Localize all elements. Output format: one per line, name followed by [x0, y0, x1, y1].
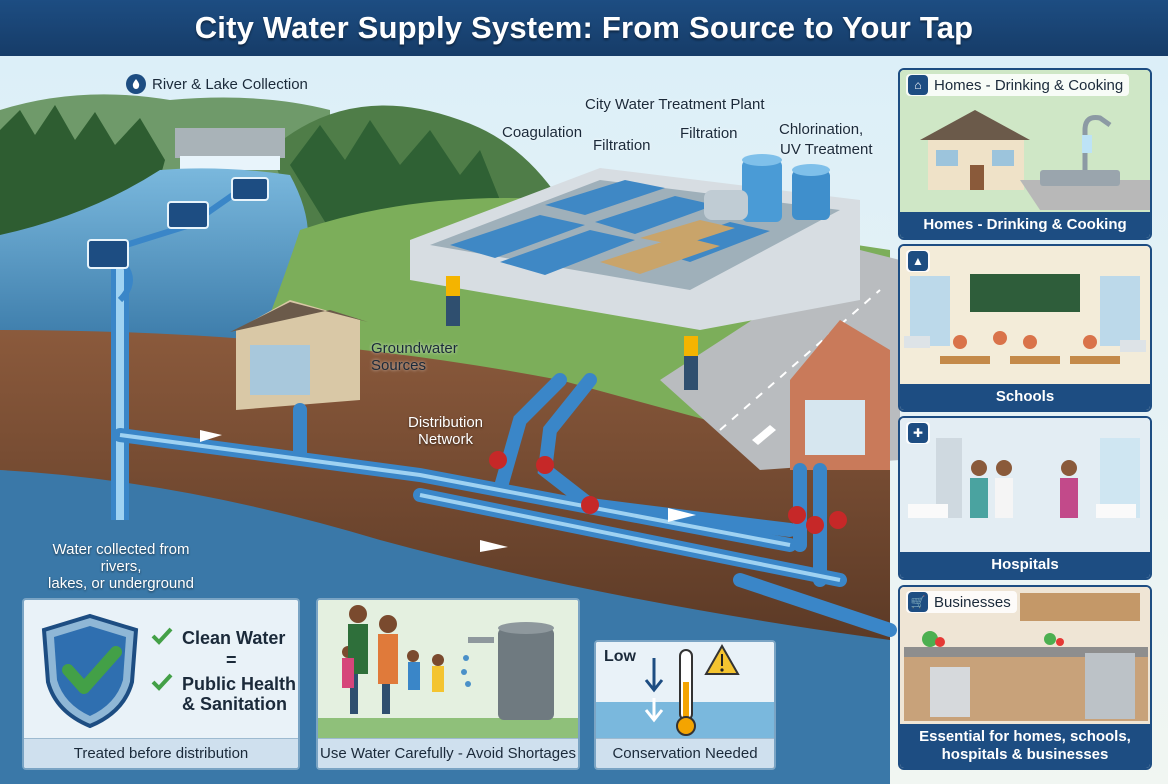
clean-water-text: Clean Water: [182, 628, 286, 648]
distribution-line2: Network: [418, 431, 474, 448]
conservation-caption: Conservation Needed: [596, 738, 774, 768]
schools-illustration: [900, 246, 1150, 410]
panel-clean-water: Clean Water = Public Health & Sanitation…: [22, 598, 300, 770]
river-lake-label: River & Lake Collection: [152, 75, 308, 93]
sanitation-text: & Sanitation: [182, 694, 288, 714]
homes-header-label: Homes - Drinking & Cooking: [934, 76, 1124, 94]
panel-schools: ▲ Schools: [898, 244, 1152, 412]
shield-check-icon: [41, 613, 139, 729]
businesses-caption-line2: hospitals & businesses: [941, 746, 1109, 763]
home-icon: ⌂: [908, 75, 928, 95]
stage-filtration-2: Filtration: [680, 125, 738, 142]
stage-filtration-1: Filtration: [593, 137, 651, 154]
schools-header: ▲: [906, 250, 930, 272]
hospitals-caption: Hospitals: [900, 552, 1150, 578]
stage-uv: UV Treatment: [780, 141, 873, 158]
use-water-caption: Use Water Carefully - Avoid Shortages: [318, 738, 578, 768]
businesses-header: 🛒 Businesses: [906, 591, 1017, 613]
businesses-caption: Essential for homes, schools, hospitals …: [900, 724, 1150, 768]
river-lake-header: River & Lake Collection: [126, 74, 308, 94]
hospitals-illustration: [900, 418, 1150, 578]
equals-text: =: [226, 650, 237, 670]
level-label: Low: [604, 648, 636, 665]
panel-businesses: 🛒 Businesses Essential for homes, school…: [898, 585, 1152, 770]
source-caption-line2: lakes, or underground: [48, 575, 194, 592]
panel-conservation: Low Conservation Needed: [594, 640, 776, 770]
distribution-line1: Distribution: [408, 414, 484, 431]
homes-caption: Homes - Drinking & Cooking: [900, 212, 1150, 238]
page-title: City Water Supply System: From Source to…: [194, 10, 974, 45]
stage-coagulation: Coagulation: [502, 124, 583, 141]
hospitals-header: ✚: [906, 422, 930, 444]
panel-hospitals: ✚ Hospitals: [898, 416, 1152, 580]
plant-title: City Water Treatment Plant: [585, 96, 765, 113]
cart-icon: 🛒: [908, 592, 928, 612]
check-icon: [151, 627, 173, 645]
title-bar: City Water Supply System: From Source to…: [0, 0, 1168, 56]
homes-header: ⌂ Homes - Drinking & Cooking: [906, 74, 1130, 96]
public-health-text: Public Health: [182, 674, 297, 694]
distribution-label: Distribution Network: [408, 414, 483, 448]
source-caption: Water collected from rivers, lakes, or u…: [36, 541, 206, 592]
businesses-caption-line1: Essential for homes, schools,: [919, 728, 1131, 745]
panel-use-water: Use Water Carefully - Avoid Shortages: [316, 598, 580, 770]
panel-homes: ⌂ Homes - Drinking & Cooking Homes - Dri…: [898, 68, 1152, 240]
stage-chlorination: Chlorination,: [779, 121, 864, 138]
clean-water-caption: Treated before distribution: [24, 738, 298, 768]
water-drop-icon: [126, 74, 146, 94]
source-caption-line1: Water collected from rivers,: [52, 541, 190, 575]
schools-caption: Schools: [900, 384, 1150, 410]
groundwater-label: Groundwater Sources: [371, 340, 458, 374]
hospital-icon: ✚: [908, 423, 928, 443]
businesses-header-label: Businesses: [934, 593, 1011, 611]
groundwater-line2: Sources: [371, 357, 427, 374]
homes-illustration: [900, 70, 1150, 238]
school-icon: ▲: [908, 251, 928, 271]
groundwater-line1: Groundwater: [371, 340, 458, 357]
check-icon: [151, 673, 173, 691]
